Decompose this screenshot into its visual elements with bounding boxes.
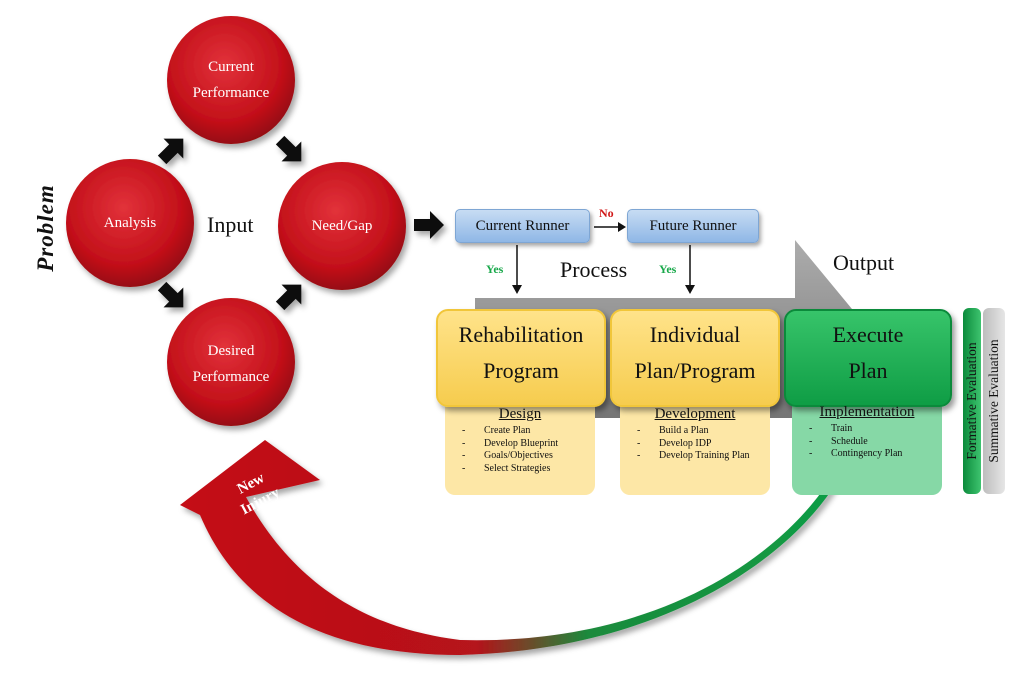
development-items: -Build a Plan -Develop IDP -Develop Trai… xyxy=(637,425,757,463)
circle-current-performance xyxy=(167,16,295,144)
implementation-items: -Train -Schedule -Contingency Plan xyxy=(809,423,934,461)
list-item: -Goals/Objectives xyxy=(462,450,553,461)
desired-performance-label: Desired Performance xyxy=(192,343,270,385)
implementation-heading: Implementation xyxy=(819,404,915,420)
list-item: -Develop IDP xyxy=(637,437,712,449)
rehabilitation-program-box: Rehabilitation Program xyxy=(436,309,606,407)
list-item: -Contingency Plan xyxy=(809,448,903,459)
need-gap-label: Need/Gap xyxy=(311,218,373,234)
yes-label-future: Yes xyxy=(659,262,677,276)
output-label: Output xyxy=(833,250,895,275)
list-item: -Select Strategies xyxy=(462,462,551,474)
future-runner-box: Future Runner xyxy=(627,209,759,243)
list-item: -Train xyxy=(809,423,853,434)
design-panel xyxy=(445,398,595,495)
circle-desired-performance xyxy=(167,298,295,426)
individual-plan-box: Individual Plan/Program xyxy=(610,309,780,407)
summative-evaluation-bar: Summative Evaluation xyxy=(983,308,1005,494)
runner-connectors xyxy=(512,222,695,294)
list-item: -Create Plan xyxy=(462,425,531,436)
process-label: Process xyxy=(560,257,628,282)
input-label: Input xyxy=(207,212,254,237)
current-performance-label: Current Performance xyxy=(192,59,270,101)
yes-label-current: Yes xyxy=(486,262,504,276)
execute-plan-box: Execute Plan xyxy=(784,309,952,407)
feedback-arrow xyxy=(180,440,838,655)
circle-need-gap xyxy=(278,162,406,290)
development-panel xyxy=(620,398,770,495)
analysis-label: Analysis xyxy=(103,215,157,231)
list-item: -Schedule xyxy=(809,435,868,447)
no-label: No xyxy=(599,206,614,220)
problem-label: Problem xyxy=(33,184,58,272)
list-item: -Develop Blueprint xyxy=(462,437,559,449)
evaluation-bars: Formative Evaluation Summative Evaluatio… xyxy=(963,308,1008,494)
development-heading: Development xyxy=(654,406,736,422)
cycle-arrows xyxy=(157,135,444,311)
list-item: -Build a Plan xyxy=(637,425,709,436)
formative-evaluation-bar: Formative Evaluation xyxy=(963,308,981,494)
design-heading: Design xyxy=(498,406,542,422)
circle-analysis xyxy=(66,159,194,287)
current-runner-box: Current Runner xyxy=(455,209,590,243)
list-item: -Develop Training Plan xyxy=(637,450,750,461)
implementation-panel xyxy=(792,398,942,495)
design-items: -Create Plan -Develop Blueprint -Goals/O… xyxy=(462,425,592,475)
